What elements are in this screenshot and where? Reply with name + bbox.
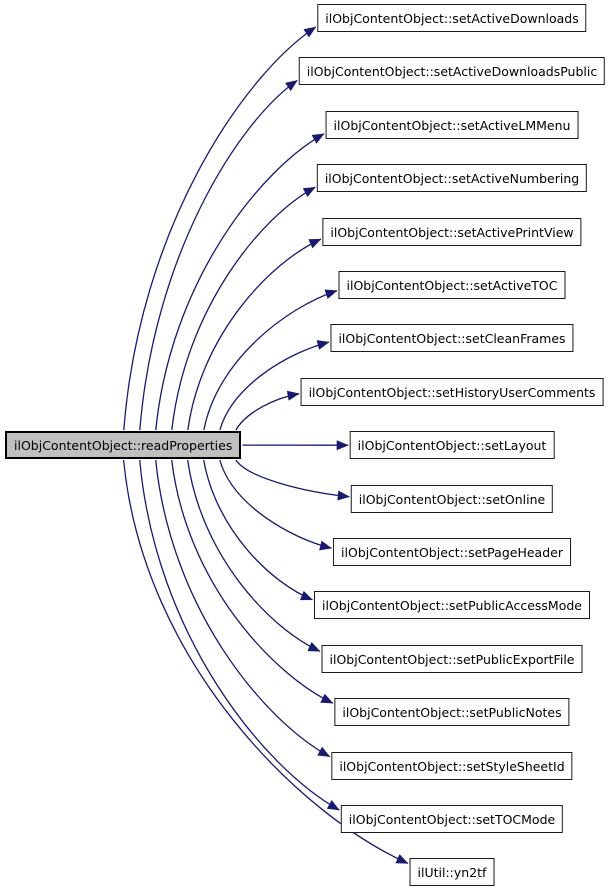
callee-row: ilObjContentObject::setStyleSheetId: [331, 751, 573, 780]
main-node-readProperties: ilObjContentObject::readProperties: [5, 431, 242, 459]
callee-row: ilObjContentObject::setPublicNotes: [334, 698, 570, 727]
callee-row: ilObjContentObject::setActiveTOC: [338, 271, 566, 299]
callee-node[interactable]: ilObjContentObject::setHistoryUserCommen…: [300, 377, 604, 406]
call-edge: [139, 459, 340, 811]
callee-row: ilObjContentObject::setPageHeader: [333, 538, 571, 566]
callee-row: ilObjContentObject::setActiveDownloads: [317, 4, 587, 32]
callee-row: ilObjContentObject::setPublicAccessMode: [314, 591, 590, 620]
callee-node[interactable]: ilObjContentObject::setStyleSheetId: [331, 751, 573, 780]
callee-row: ilObjContentObject::setHistoryUserCommen…: [300, 377, 604, 406]
call-edge: [155, 459, 331, 758]
call-edge: [155, 133, 325, 431]
call-edge: [139, 79, 298, 431]
call-edge: [235, 390, 300, 431]
callee-node[interactable]: ilObjContentObject::setPublicNotes: [334, 698, 570, 727]
call-edge: [203, 459, 313, 601]
callee-row: ilObjContentObject::setCleanFrames: [330, 324, 574, 353]
callee-row: ilObjContentObject::setLayout: [349, 431, 555, 460]
callee-row: ilUtil::yn2tf: [409, 858, 495, 887]
callee-row: ilObjContentObject::setActiveNumbering: [316, 164, 588, 193]
callee-row: ilObjContentObject::setActivePrintView: [322, 217, 582, 246]
call-edge: [171, 186, 316, 431]
call-edge: [123, 26, 317, 431]
call-edge: [187, 459, 321, 652]
callee-node[interactable]: ilObjContentObject::setActiveNumbering: [316, 164, 588, 193]
call-edge: [219, 459, 332, 551]
call-edge: [203, 289, 338, 431]
callee-node[interactable]: ilObjContentObject::setPageHeader: [333, 538, 571, 566]
callee-row: ilObjContentObject::setOnline: [350, 484, 554, 513]
callee-row: ilObjContentObject::setActiveLMMenu: [325, 110, 579, 139]
callee-node[interactable]: ilObjContentObject::setOnline: [350, 484, 554, 513]
callee-row: ilObjContentObject::setActiveDownloadsPu…: [298, 57, 606, 86]
call-edge: [235, 459, 350, 501]
callee-node[interactable]: ilObjContentObject::setActiveDownloadsPu…: [298, 57, 606, 86]
callee-node[interactable]: ilObjContentObject::setCleanFrames: [330, 324, 574, 353]
callee-node[interactable]: ilObjContentObject::setActiveTOC: [338, 271, 566, 299]
callee-node[interactable]: ilObjContentObject::setActiveLMMenu: [325, 110, 579, 139]
callee-node[interactable]: ilObjContentObject::setActiveDownloads: [317, 4, 587, 32]
callee-node[interactable]: ilObjContentObject::setPublicAccessMode: [314, 591, 590, 620]
callee-node[interactable]: ilObjContentObject::setLayout: [349, 431, 555, 460]
callee-row: ilObjContentObject::setPublicExportFile: [321, 644, 583, 673]
callee-row: ilObjContentObject::setTOCMode: [340, 805, 564, 833]
callee-node[interactable]: ilObjContentObject::setActivePrintView: [322, 217, 582, 246]
callee-node[interactable]: ilUtil::yn2tf: [409, 858, 495, 887]
callee-node[interactable]: ilObjContentObject::setPublicExportFile: [321, 644, 583, 673]
callee-node[interactable]: ilObjContentObject::setTOCMode: [340, 805, 564, 833]
call-edge: [171, 459, 334, 704]
